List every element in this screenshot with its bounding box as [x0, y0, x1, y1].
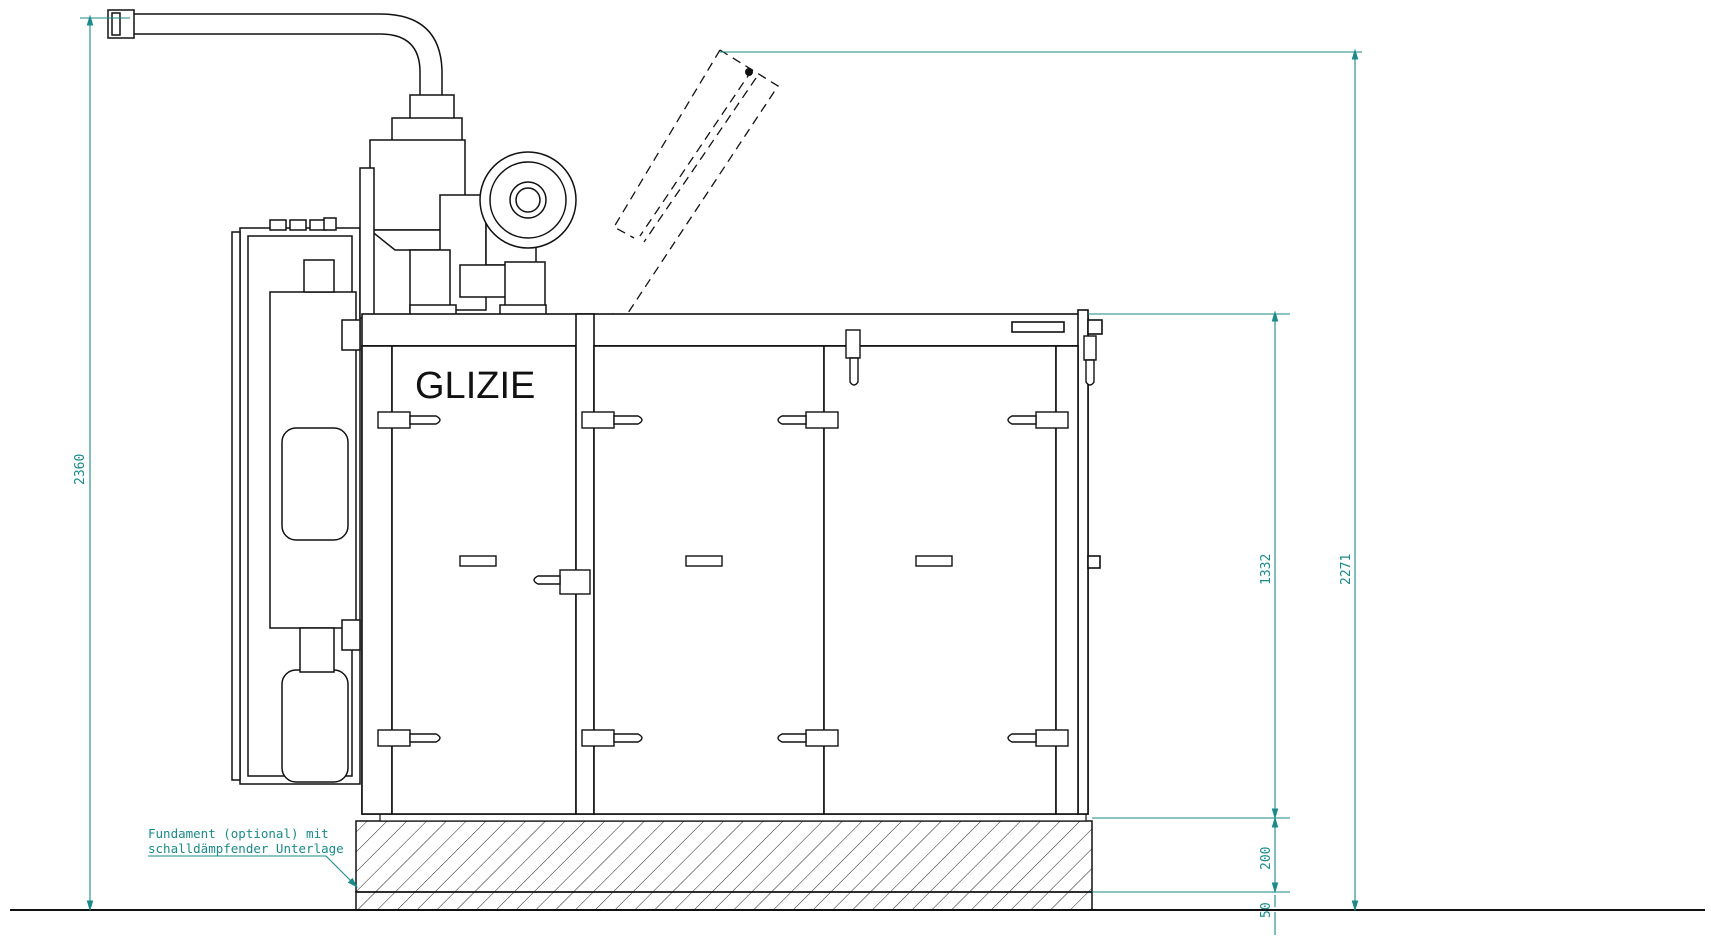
- door-hardware: [377, 329, 1097, 747]
- dimension-overall-height: 2360: [73, 454, 88, 485]
- dimension-lines: [80, 14, 1362, 935]
- control-cabinet: [231, 217, 361, 785]
- engine-assembly: [107, 9, 577, 319]
- foundation-note-line2: schalldämpfender Unterlage: [148, 841, 344, 856]
- dimension-enclosure-height: 1332: [1259, 554, 1274, 585]
- brand-label: GLIZIE: [415, 365, 535, 407]
- dimension-base-pad-height: 50: [1259, 902, 1274, 918]
- hood-open-outline: [611, 49, 779, 327]
- dimension-height-to-hood: 2271: [1339, 554, 1354, 585]
- hood-hinge: [745, 68, 753, 76]
- foundation-note-line1: Fundament (optional) mit: [148, 826, 329, 841]
- dimension-foundation-height: 200: [1259, 847, 1274, 870]
- foundation: [355, 811, 1093, 911]
